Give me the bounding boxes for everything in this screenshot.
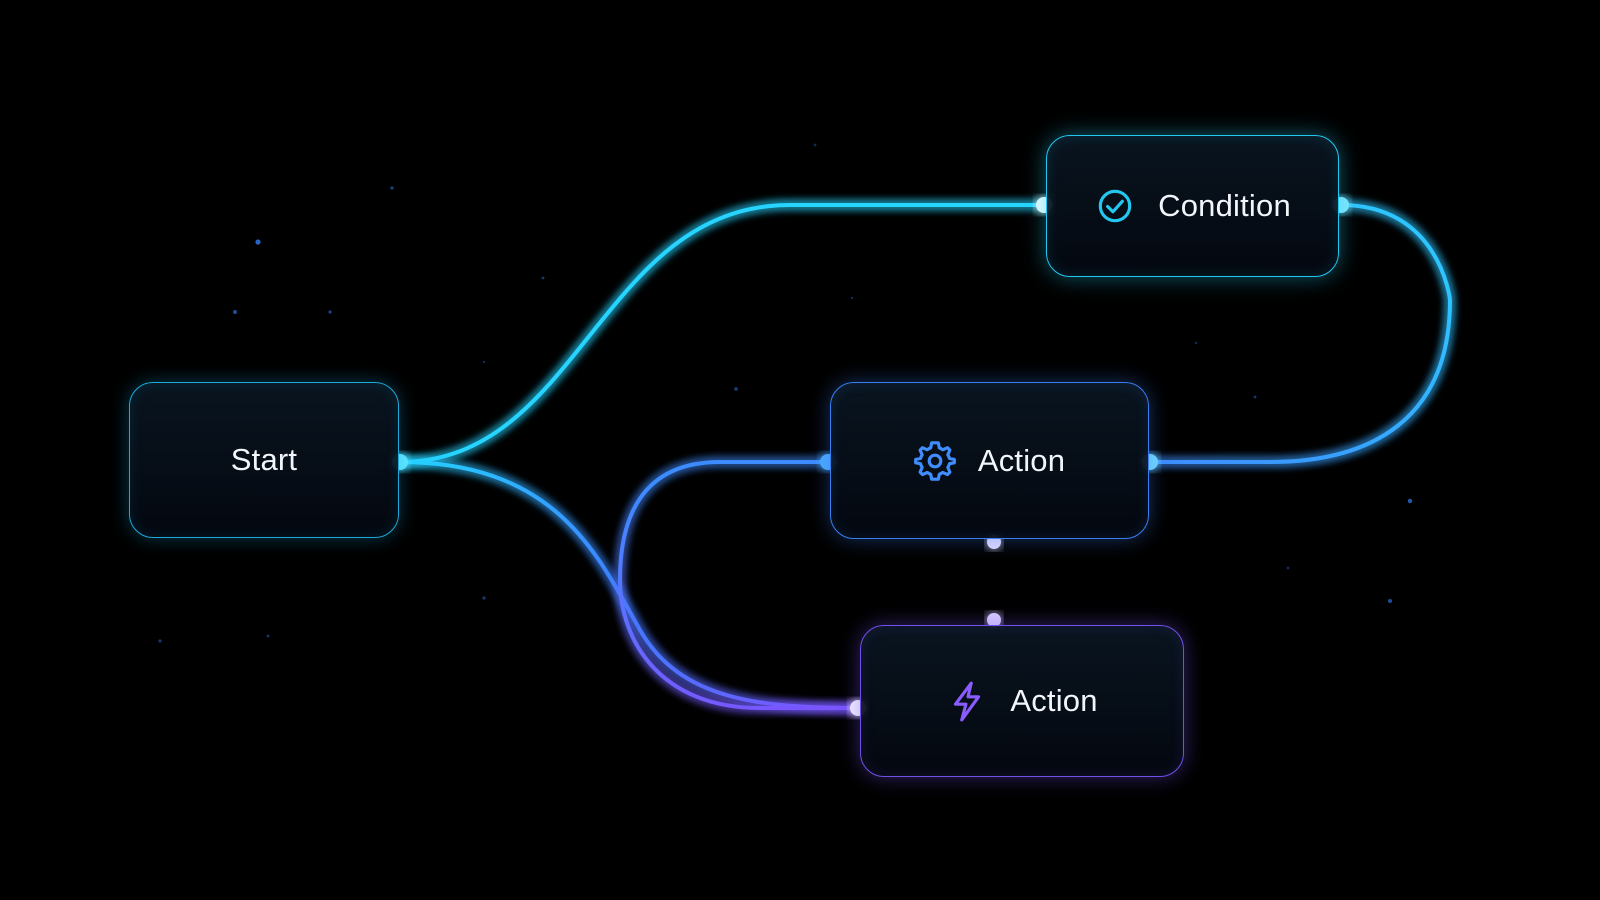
check-circle-icon <box>1094 185 1136 227</box>
node-action-lightning-label: Action <box>1010 683 1098 718</box>
node-start[interactable]: Start <box>129 382 399 538</box>
edge-condition-action <box>1144 199 1457 468</box>
lightning-bolt-icon <box>946 680 988 722</box>
node-start-label: Start <box>230 442 298 477</box>
background-stars <box>158 143 1413 643</box>
node-condition[interactable]: Condition <box>1046 135 1339 277</box>
edge-start-action-lower <box>394 456 864 714</box>
node-condition-label: Condition <box>1158 188 1291 223</box>
edge-start-condition <box>394 199 1050 468</box>
edge-action-loop <box>613 456 864 714</box>
node-action-settings-label: Action <box>977 442 1066 478</box>
gear-icon <box>913 440 956 482</box>
node-action-settings[interactable]: Action <box>830 382 1149 539</box>
node-action-lightning[interactable]: Action <box>860 625 1184 777</box>
